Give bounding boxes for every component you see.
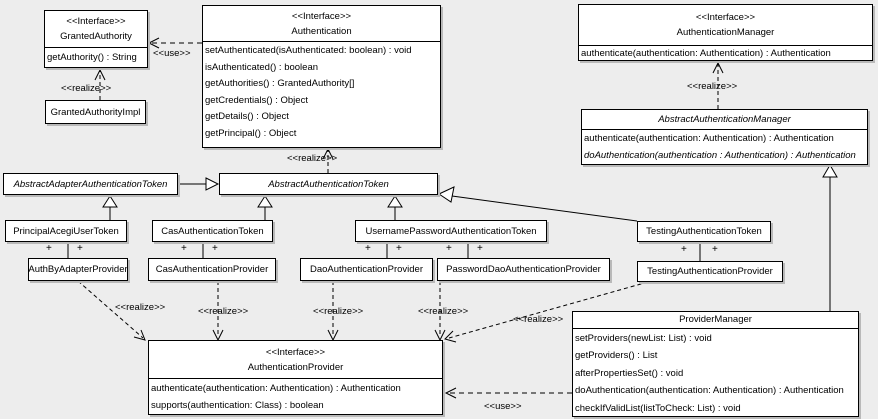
use-edge-providermanager-authenticationprovider (444, 387, 572, 399)
class-name: ProviderManager (679, 314, 752, 325)
method-label: getPrincipal() : Object (205, 127, 297, 139)
generalization-edge-casauthenticationtoken (257, 195, 273, 220)
class-name: PrincipalAcegiUserToken (13, 225, 119, 237)
class-name: AbstractAuthenticationToken (268, 178, 389, 190)
class-name: UsernamePasswordAuthenticationToken (365, 225, 537, 237)
class-testing-authentication-provider: TestingAuthenticationProvider (637, 261, 783, 282)
class-username-password-authentication-token: UsernamePasswordAuthenticationToken (355, 220, 547, 242)
class-authentication: <<Interface>> Authentication setAuthenti… (202, 5, 441, 148)
class-name: GrantedAuthority (60, 31, 132, 42)
multiplicity-plus: + (212, 243, 218, 254)
class-name: AbstractAuthenticationManager (658, 114, 791, 125)
method-label: afterPropertiesSet() : void (575, 367, 684, 379)
class-principal-acegi-user-token: PrincipalAcegiUserToken (5, 220, 127, 242)
method-label: getAuthorities() : GrantedAuthority[] (205, 78, 355, 90)
realize-label: <<realize>> (418, 306, 469, 317)
realize-edge-testingauthenticationprovider (444, 281, 649, 343)
multiplicity-plus: + (365, 243, 371, 254)
generalization-edge-providermanager (822, 164, 838, 311)
method-label: doAuthentication(authentication : Authen… (584, 149, 856, 161)
class-name: CasAuthenticationToken (161, 225, 264, 237)
class-name: CasAuthenticationProvider (155, 264, 269, 275)
class-authentication-manager: <<Interface>> AuthenticationManager auth… (578, 4, 873, 61)
class-name: TestingAuthenticationToken (646, 226, 762, 237)
multiplicity-plus: + (46, 243, 52, 254)
method-label: setProviders(newList: List) : void (575, 333, 712, 344)
multiplicity-plus: + (477, 243, 483, 254)
method-label: getAuthority() : String (47, 52, 137, 63)
class-name: AuthenticationProvider (247, 361, 344, 373)
stereotype-label: <<Interface>> (695, 12, 756, 23)
class-abstract-authentication-manager: AbstractAuthenticationManager authentica… (581, 109, 868, 165)
multiplicity-plus: + (77, 243, 83, 254)
class-abstract-authentication-token: AbstractAuthenticationToken (219, 173, 438, 195)
method-label: authenticate(authentication: Authenticat… (584, 133, 834, 144)
generalization-edge-adapter-token (178, 177, 220, 191)
realize-label: <<realize>> (313, 306, 364, 317)
class-name: AuthenticationManager (676, 27, 775, 38)
method-label: checkIfValidList(listToCheck: List) : vo… (575, 402, 741, 414)
method-label: setAuthenticated(isAuthenticated: boolea… (205, 45, 412, 56)
class-password-dao-authentication-provider: PasswordDaoAuthenticationProvider (437, 258, 610, 281)
class-name: Authentication (291, 25, 352, 37)
class-name: PasswordDaoAuthenticationProvider (446, 264, 601, 275)
class-cas-authentication-provider: CasAuthenticationProvider (148, 258, 276, 281)
class-authentication-provider: <<Interface>> AuthenticationProvider aut… (148, 340, 443, 415)
generalization-edge-principalacegiusertoken (102, 195, 118, 220)
multiplicity-plus: + (712, 244, 718, 255)
stereotype-label: <<Interface>> (291, 10, 352, 22)
class-granted-authority: <<Interface>> GrantedAuthority getAuthor… (44, 10, 148, 68)
method-label: supports(authentication: Class) : boolea… (151, 400, 324, 411)
generalization-edge-usernamepasswordtoken (387, 195, 403, 220)
class-abstract-adapter-authentication-token: AbstractAdapterAuthenticationToken (3, 173, 178, 195)
stereotype-label: <<Interface>> (66, 16, 126, 27)
realize-edge-abstractauthenticationtoken (322, 147, 334, 173)
method-label: authenticate(authentication: Authenticat… (151, 383, 401, 394)
multiplicity-plus: + (181, 243, 187, 254)
class-auth-by-adapter-provider: AuthByAdapterProvider (28, 258, 128, 281)
use-label: <<use>> (153, 48, 191, 59)
class-name: AuthByAdapterProvider (28, 264, 128, 275)
realize-edge-abstractauthenticationmanager (712, 61, 724, 109)
class-testing-authentication-token: TestingAuthenticationToken (637, 221, 771, 242)
realize-label: <<realize>> (115, 302, 166, 313)
class-cas-authentication-token: CasAuthenticationToken (152, 220, 273, 242)
method-label: doAuthentication(authentication: Authent… (575, 385, 844, 397)
use-edge-authentication-grantedauthority (147, 37, 202, 49)
method-label: getCredentials() : Object (205, 94, 308, 106)
stereotype-label: <<Interface>> (265, 346, 326, 358)
class-name: AbstractAdapterAuthenticationToken (13, 178, 168, 190)
use-label: <<use>> (484, 401, 522, 412)
realize-label: <<realize>> (287, 153, 338, 164)
class-granted-authority-impl: GrantedAuthorityImpl (45, 100, 146, 124)
multiplicity-plus: + (681, 244, 687, 255)
realize-label: <<realize>> (687, 81, 738, 92)
class-name: DaoAuthenticationProvider (309, 264, 423, 275)
realize-edge-authbyadapterprovider (77, 280, 146, 341)
method-label: getDetails() : Object (205, 111, 289, 123)
generalization-edge-testingauthenticationtoken (437, 186, 638, 222)
class-provider-manager: ProviderManager setProviders(newList: Li… (572, 311, 859, 417)
class-dao-authentication-provider: DaoAuthenticationProvider (300, 258, 433, 281)
class-name: TestingAuthenticationProvider (647, 266, 773, 277)
multiplicity-plus: + (396, 243, 402, 254)
multiplicity-plus: + (446, 243, 452, 254)
realize-label: <<realize>> (513, 314, 564, 325)
class-name: GrantedAuthorityImpl (50, 106, 141, 118)
method-label: getProviders() : List (575, 350, 658, 362)
method-label: authenticate(authentication: Authenticat… (581, 48, 831, 59)
realize-label: <<realize>> (61, 83, 112, 94)
method-label: isAuthenticated() : boolean (205, 61, 319, 73)
realize-label: <<realize>> (198, 306, 249, 317)
realize-edge-grantedauthorityimpl (94, 68, 106, 100)
